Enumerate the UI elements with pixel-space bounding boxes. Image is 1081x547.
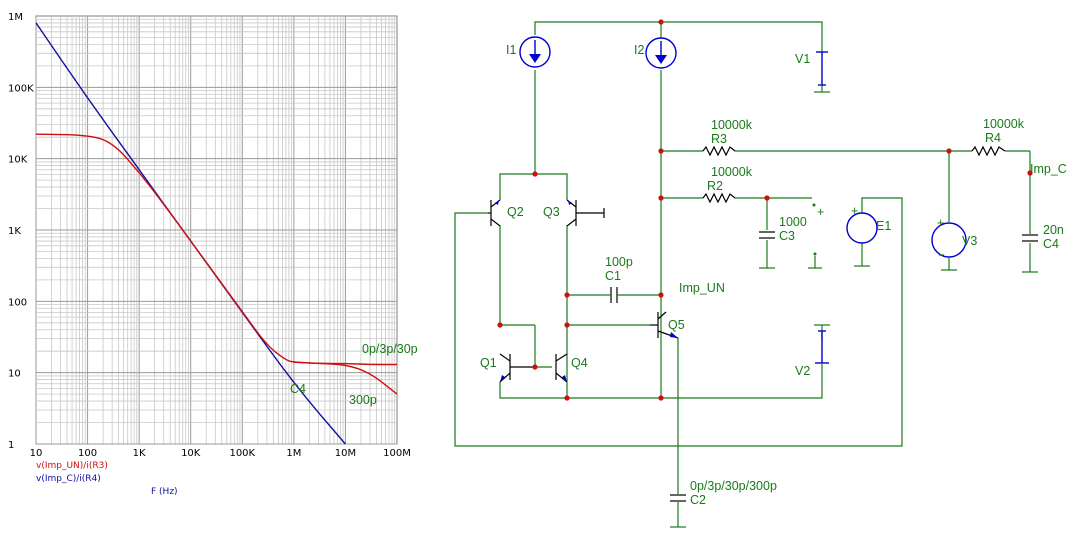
value-c1: 100p (605, 255, 633, 269)
y-tick-label: 10K (8, 155, 28, 166)
v3-plus-sign: + (937, 216, 944, 230)
controlled-source-e1[interactable]: + E1 + (812, 203, 892, 256)
capacitor-c2[interactable]: 0p/3p/30p/300p C2 (670, 479, 777, 507)
value-c2: 0p/3p/30p/300p (690, 479, 777, 493)
value-c3: 1000 (779, 215, 807, 229)
x-tick-label: 10 (30, 448, 43, 459)
wires (454, 21, 1031, 527)
value-r2: 10000k (711, 165, 753, 179)
resistor-r2[interactable]: 10000k R2 (702, 165, 753, 204)
plot-curves (35, 22, 398, 445)
x-tick-label: 1M (286, 448, 301, 459)
x-tick-label: 1K (133, 448, 146, 459)
capacitor-c4[interactable]: 20n C4 (1022, 223, 1064, 251)
x-tick-label: 10K (181, 448, 201, 459)
ground-symbols (670, 85, 1038, 528)
value-c4: 20n (1043, 223, 1064, 237)
net-label-imp-c: Imp_C (1030, 162, 1067, 176)
label-v2: V2 (795, 364, 810, 378)
transistor-q1[interactable]: Q1 (480, 353, 535, 383)
y-tick-label: 1K (8, 226, 21, 237)
resistor-r3[interactable]: 10000k R3 (702, 118, 753, 157)
resistor-r4[interactable]: 10000k R4 (971, 117, 1025, 157)
junction-dots (497, 19, 1033, 401)
label-e1: E1 (876, 219, 891, 233)
x-tick-label: 100 (78, 448, 97, 459)
e1-input-plus: + (817, 205, 824, 219)
label-q5: Q5 (668, 318, 685, 332)
label-r2: R2 (707, 179, 723, 193)
label-q4: Q4 (571, 356, 588, 370)
transistor-q2[interactable]: Q2 (488, 199, 524, 227)
label-c3: C3 (779, 229, 795, 243)
voltage-source-v3[interactable]: + V3 (931, 216, 977, 258)
battery-v1[interactable]: V1 (795, 51, 828, 86)
label-c4: C4 (1043, 237, 1059, 251)
y-tick-label: 100 (8, 297, 27, 308)
label-r4: R4 (985, 131, 1001, 145)
label-i1: I1 (506, 43, 516, 57)
legend-series-2: v(Imp_C)/i(R4) (36, 474, 101, 484)
e1-plus-sign: + (851, 204, 858, 218)
transistor-q4[interactable]: Q4 (555, 353, 588, 383)
capacitor-c3[interactable]: 1000 C3 (759, 215, 807, 243)
transistor-q5[interactable]: Q5 (650, 311, 685, 339)
label-q1: Q1 (480, 356, 497, 370)
y-tick-label: 100K (8, 83, 34, 94)
label-q2: Q2 (507, 205, 524, 219)
annotation-c4: C4 (290, 382, 306, 396)
label-r3: R3 (711, 132, 727, 146)
label-c2: C2 (690, 493, 706, 507)
capacitor-c1[interactable]: 100p C1 (605, 255, 633, 303)
label-i2: I2 (634, 43, 644, 57)
transistor-q3[interactable]: Q3 (543, 199, 605, 227)
x-tick-label: 100K (229, 448, 255, 459)
label-q3: Q3 (543, 205, 560, 219)
y-tick-label: 1M (8, 12, 23, 23)
value-r3: 10000k (711, 118, 753, 132)
x-tick-labels: 10 100 1K 10K 100K 1M 10M 100M (30, 448, 411, 459)
series-imp-un-line-300p (293, 361, 398, 395)
plot-grid (35, 16, 397, 445)
current-source-i2[interactable]: I2 (634, 37, 677, 69)
label-c1: C1 (605, 269, 621, 283)
annotation-300p: 300p (349, 393, 377, 407)
current-source-i1[interactable]: I1 (506, 36, 551, 68)
label-v1: V1 (795, 52, 810, 66)
y-tick-labels: 1 10 100 1K 10K 100K 1M (8, 12, 34, 451)
bode-plot: 1 10 100 1K 10K 100K 1M 10 100 1K 10K 100K 1M 10M 100… (8, 12, 418, 497)
battery-v2[interactable]: V2 (795, 330, 829, 378)
value-r4: 10000k (983, 117, 1025, 131)
schematic: I1 I2 V1 V2 10000k R3 (454, 19, 1067, 528)
x-axis-label: F (Hz) (151, 487, 178, 497)
label-v3: V3 (962, 234, 977, 248)
annotation-0p-3p-30p: 0p/3p/30p (362, 342, 418, 356)
net-label-imp-un: Imp_UN (679, 281, 725, 295)
legend-series-1: v(Imp_UN)/i(R3) (36, 461, 108, 471)
y-tick-label: 1 (8, 440, 14, 451)
x-tick-label: 10M (335, 448, 356, 459)
y-tick-label: 10 (8, 369, 21, 380)
x-tick-label: 100M (383, 448, 411, 459)
